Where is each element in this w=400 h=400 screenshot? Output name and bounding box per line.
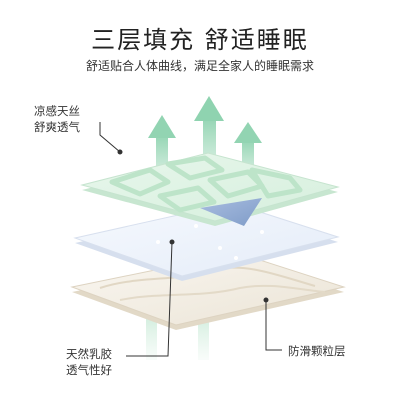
page-title: 三层填充 舒适睡眠	[91, 26, 309, 54]
lower-airflow-bar-left	[146, 300, 157, 360]
callout-line-bottom-right	[265, 300, 282, 351]
callout-latex-line1: 天然乳胶	[66, 347, 112, 361]
blue-underside-fold	[200, 198, 262, 226]
callout-tencel-line1: 凉感天丝	[34, 104, 80, 118]
top-layer	[80, 152, 340, 226]
callout-lines	[99, 122, 282, 357]
callout-latex: 天然乳胶 透气性好	[66, 346, 112, 378]
lower-airflow-bar-center	[198, 300, 209, 360]
bottom-layer	[70, 252, 346, 330]
callout-line-bottom-left	[126, 241, 173, 357]
callout-line-top-left	[99, 122, 121, 153]
callout-latex-line2: 透气性好	[66, 363, 112, 377]
callout-tencel-line2: 舒爽透气	[34, 120, 80, 134]
page-subtitle: 舒适贴合人体曲线，满足全家人的睡眠需求	[85, 59, 314, 73]
callout-antislip: 防滑颗粒层	[288, 343, 346, 359]
callout-tencel: 凉感天丝 舒爽透气	[34, 103, 80, 135]
callout-antislip-line1: 防滑颗粒层	[288, 344, 346, 358]
